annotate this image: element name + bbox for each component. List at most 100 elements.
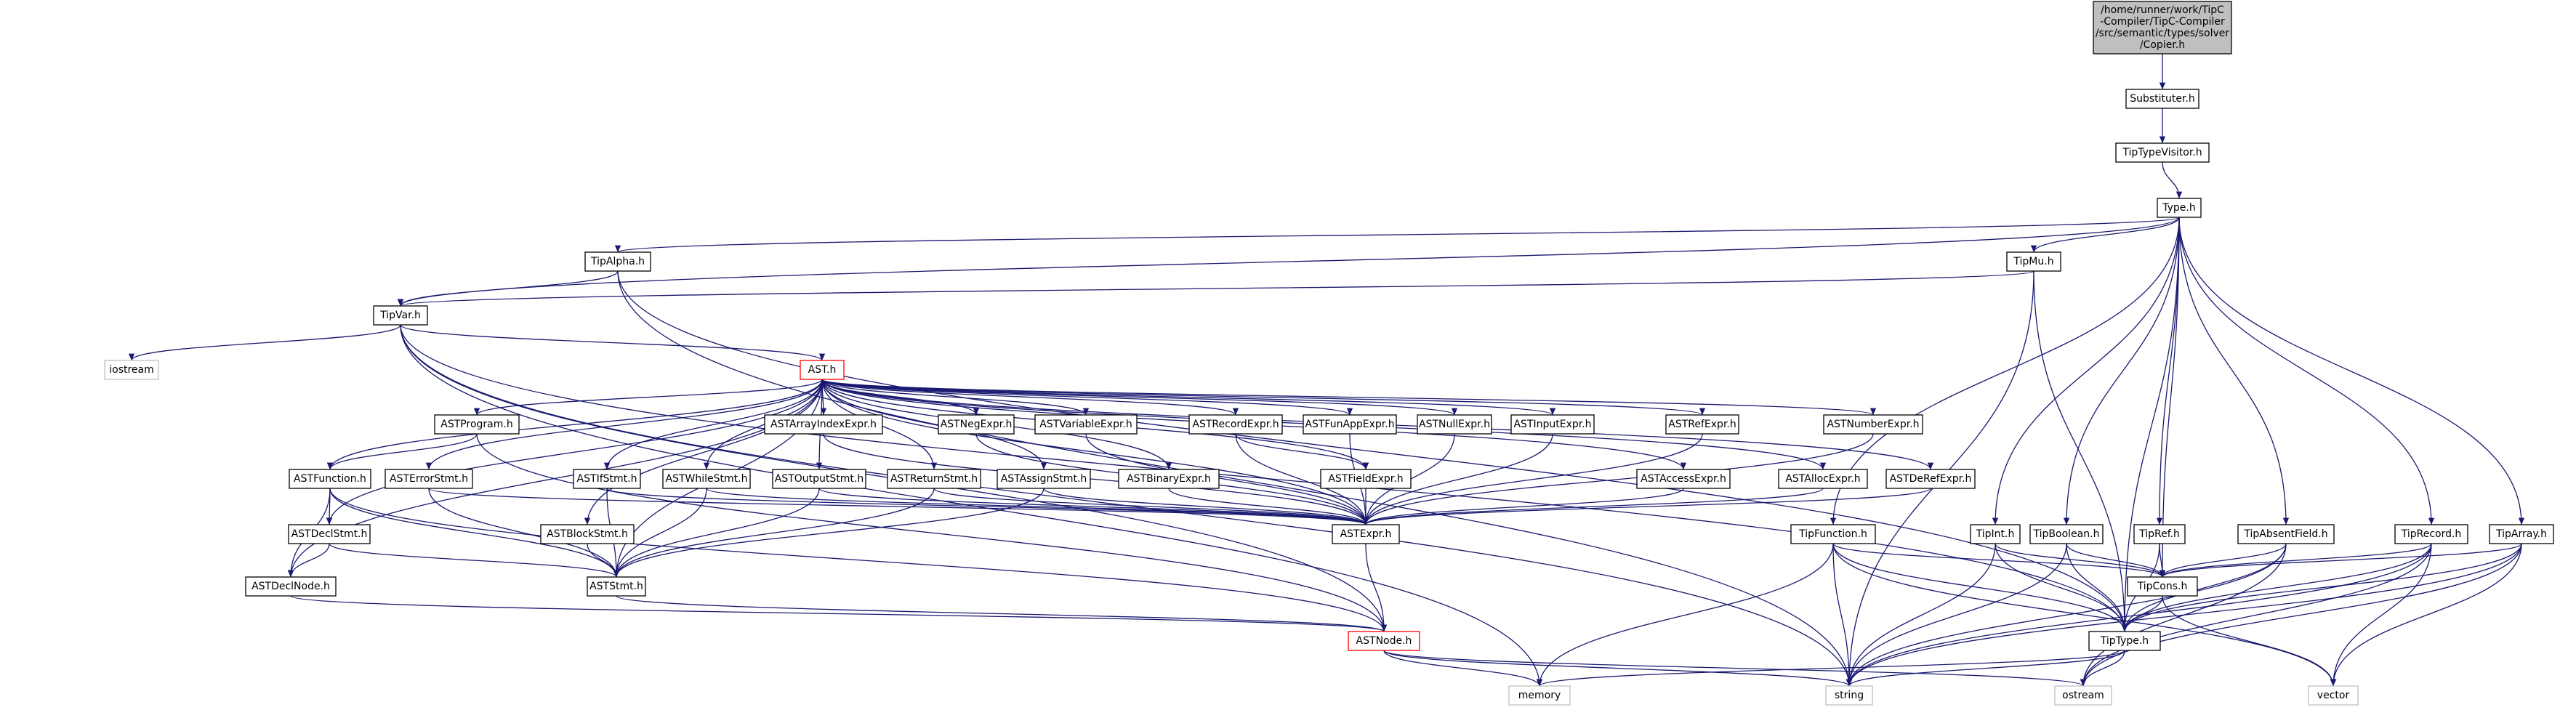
node-astdeclstmt[interactable]: ASTDeclStmt.h <box>288 524 371 544</box>
edge-astnode-to-string <box>1383 650 1852 687</box>
node-label: ASTArrayIndexExpr.h <box>770 419 877 430</box>
node-label: ASTFunAppExpr.h <box>1305 419 1394 430</box>
edge-astdeclnode-to-astnode <box>290 595 1387 632</box>
node-ast[interactable]: AST.h <box>800 360 845 380</box>
node-label: TipRecord.h <box>2401 528 2462 540</box>
edge-tiparray-to-ostream <box>2080 543 2522 687</box>
edge-ast-to-astnullexpr <box>821 379 1457 416</box>
node-astinputexpr[interactable]: ASTInputExpr.h <box>1510 414 1595 435</box>
node-label: ASTStmt.h <box>589 581 643 592</box>
node-astrefexpr[interactable]: ASTRefExpr.h <box>1665 414 1739 435</box>
edge-asterrorstmt-to-astexpr <box>428 488 1369 525</box>
node-tipalpha[interactable]: TipAlpha.h <box>584 251 651 272</box>
node-box <box>1508 685 1571 706</box>
edge-tipcons-to-vector <box>2162 595 2337 687</box>
edge-astbinaryexpr-to-astexpr <box>1168 488 1369 525</box>
node-label: iostream <box>109 364 154 376</box>
node-memory[interactable]: memory <box>1508 685 1571 706</box>
node-tiparray[interactable]: TipArray.h <box>2489 524 2554 544</box>
node-tipint[interactable]: TipInt.h <box>1970 524 2021 544</box>
node-tiptype[interactable]: TipType.h <box>2088 631 2161 651</box>
node-astrecordexpr[interactable]: ASTRecordExpr.h <box>1188 414 1283 435</box>
edge-tipmu-to-tiptype <box>2033 270 2128 632</box>
edge-tipint-to-tiptype <box>1995 543 2128 632</box>
node-box <box>1970 524 2021 544</box>
node-label: ASTAccessExpr.h <box>1641 473 1726 485</box>
node-astdeclnode[interactable]: ASTDeclNode.h <box>245 576 337 597</box>
node-ostream[interactable]: ostream <box>2054 685 2112 706</box>
node-iostream[interactable]: iostream <box>104 360 159 380</box>
node-tipref[interactable]: TipRef.h <box>2133 524 2186 544</box>
node-astfieldexpr[interactable]: ASTFieldExpr.h <box>1320 469 1412 489</box>
node-astallocexpr[interactable]: ASTAllocExpr.h <box>1778 469 1868 489</box>
node-astnode[interactable]: ASTNode.h <box>1348 631 1420 651</box>
edge-ast-to-astassignstmt <box>821 379 1047 470</box>
edge-tipfunction-to-vector <box>1832 543 2337 687</box>
edge-astassignstmt-to-astexpr <box>1043 488 1369 525</box>
edge-tiprecord-to-tipcons <box>2159 543 2432 578</box>
node-tipabsentfield[interactable]: TipAbsentField.h <box>2237 524 2335 544</box>
edge-ast-to-astexpr <box>821 379 1369 525</box>
edge-tipref-to-tipcons <box>2159 543 2166 578</box>
node-tipboolean[interactable]: TipBoolean.h <box>2029 524 2104 544</box>
node-type[interactable]: Type.h <box>2157 198 2202 218</box>
node-box <box>2125 89 2199 109</box>
node-tipvar[interactable]: TipVar.h <box>373 305 428 326</box>
node-asterrorstmt[interactable]: ASTErrorStmt.h <box>385 469 473 489</box>
edge-astrefexpr-to-astexpr <box>1362 433 1703 525</box>
node-astassignstmt[interactable]: ASTAssignStmt.h <box>997 469 1091 489</box>
edge-tipfunction-to-string <box>1832 543 1853 687</box>
edge-tipalpha-to-tiptype <box>617 270 2128 632</box>
node-tiptypevisitor[interactable]: TipTypeVisitor.h <box>2115 142 2210 163</box>
node-tiprecord[interactable]: TipRecord.h <box>2394 524 2468 544</box>
node-astbinaryexpr[interactable]: ASTBinaryExpr.h <box>1118 469 1220 489</box>
node-root[interactable]: /home/runner/work/TipC-Compiler/TipC-Com… <box>2093 1 2232 55</box>
node-box <box>1303 414 1397 435</box>
edge-astblockstmt-to-aststmt <box>587 543 620 578</box>
node-vector[interactable]: vector <box>2308 685 2359 706</box>
node-box <box>1188 414 1283 435</box>
node-astnegexpr[interactable]: ASTNegExpr.h <box>938 414 1015 435</box>
node-astarrayindexexpr[interactable]: ASTArrayIndexExpr.h <box>764 414 883 435</box>
node-astoutputstmt[interactable]: ASTOutputStmt.h <box>772 469 866 489</box>
node-label: TipTypeVisitor.h <box>2122 147 2202 158</box>
edge-tiprecord-to-tiptype <box>2121 543 2432 632</box>
node-substituter[interactable]: Substituter.h <box>2125 89 2199 109</box>
node-astaccessexpr[interactable]: ASTAccessExpr.h <box>1636 469 1731 489</box>
node-astexpr[interactable]: ASTExpr.h <box>1332 524 1400 544</box>
node-box <box>1790 524 1876 544</box>
node-box <box>2088 631 2161 651</box>
node-label: TipFunction.h <box>1798 528 1867 540</box>
node-box <box>800 360 845 380</box>
node-astvariableexpr[interactable]: ASTVariableExpr.h <box>1034 414 1138 435</box>
node-astprogram[interactable]: ASTProgram.h <box>434 414 520 435</box>
edge-ast-to-astdeclstmt <box>326 379 823 525</box>
node-aststmt[interactable]: ASTStmt.h <box>587 576 646 597</box>
node-tipfunction[interactable]: TipFunction.h <box>1790 524 1876 544</box>
node-box <box>1417 414 1492 435</box>
node-astderefexpr[interactable]: ASTDeRefExpr.h <box>1885 469 1976 489</box>
node-box <box>573 469 641 489</box>
node-string[interactable]: string <box>1825 685 1873 706</box>
node-box <box>288 524 371 544</box>
edge-ast-to-astblockstmt <box>584 379 823 525</box>
node-label: ASTExpr.h <box>1340 528 1392 540</box>
node-tipcons[interactable]: TipCons.h <box>2127 576 2198 597</box>
node-astnullexpr[interactable]: ASTNullExpr.h <box>1417 414 1492 435</box>
node-astfunction[interactable]: ASTFunction.h <box>289 469 371 489</box>
edge-astwhilestmt-to-aststmt <box>613 488 707 578</box>
node-box <box>1778 469 1868 489</box>
node-tipmu[interactable]: TipMu.h <box>2006 251 2061 272</box>
edge-ast-to-astnumberexpr <box>821 379 1876 416</box>
edge-tipvar-to-ast <box>400 324 825 361</box>
node-label: TipVar.h <box>379 310 421 321</box>
node-label: ASTRefExpr.h <box>1668 419 1736 430</box>
node-box <box>1636 469 1731 489</box>
node-astblockstmt[interactable]: ASTBlockStmt.h <box>540 524 635 544</box>
node-astfunappexpr[interactable]: ASTFunAppExpr.h <box>1303 414 1397 435</box>
node-box <box>1320 469 1412 489</box>
node-astifstmt[interactable]: ASTIfStmt.h <box>573 469 641 489</box>
node-astnumberexpr[interactable]: ASTNumberExpr.h <box>1823 414 1923 435</box>
node-astwhilestmt[interactable]: ASTWhileStmt.h <box>662 469 751 489</box>
node-astreturnstmt[interactable]: ASTReturnStmt.h <box>887 469 981 489</box>
